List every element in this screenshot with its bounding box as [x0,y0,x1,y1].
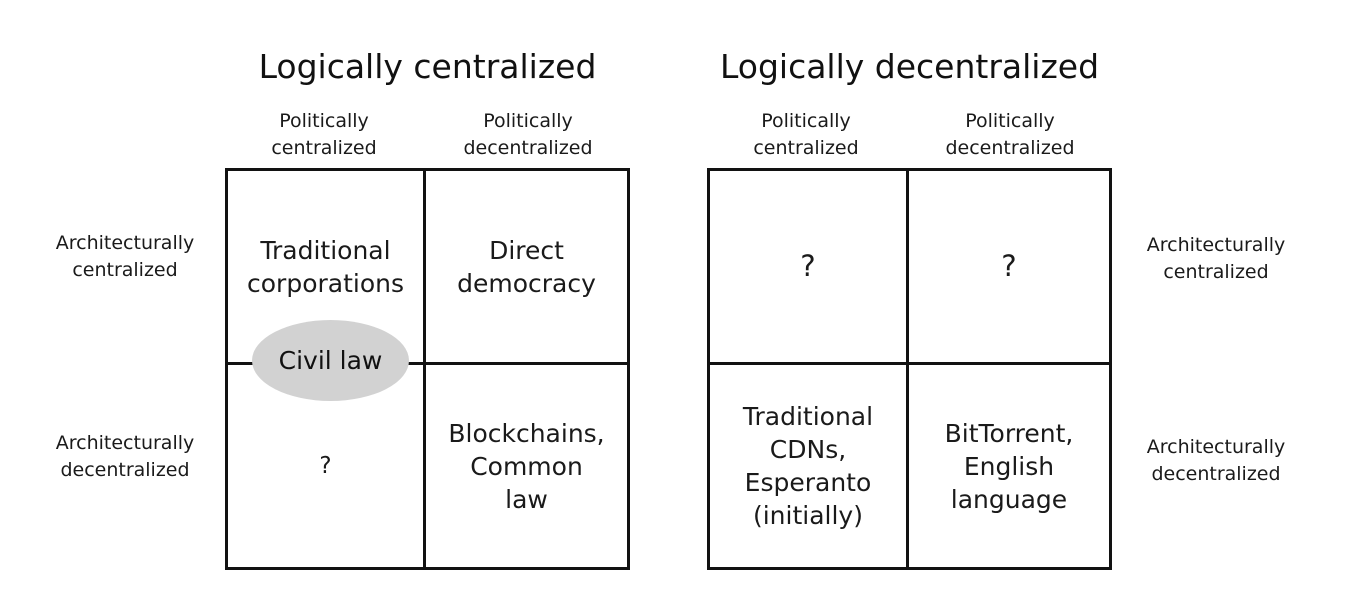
matrix-title-logically-centralized: Logically centralized [258,47,597,86]
cell-unknown-logically-decentralized-architecturally-centralized-politically-centralized[interactable]: ? [710,171,906,362]
cell-label: ? [319,452,332,479]
row-label-architecturally-decentralized-right: Architecturally decentralized [1146,436,1286,485]
cell-label: Traditional CDNs, Esperanto (initially) [742,402,874,530]
column-header-politically-decentralized-right: Politically decentralized [945,110,1075,159]
cell-traditional-cdns-esperanto[interactable]: Traditional CDNs, Esperanto (initially) [710,365,906,567]
matrix-divider-vertical-left [423,171,426,567]
column-header-politically-centralized-right: Politically centralized [753,110,859,159]
row-label-architecturally-decentralized-left: Architecturally decentralized [55,432,195,481]
column-header-politically-centralized-left: Politically centralized [271,110,377,159]
cell-bittorrent-english-language[interactable]: BitTorrent, English language [909,365,1109,567]
cell-direct-democracy[interactable]: Direct democracy [426,171,627,362]
cell-label: BitTorrent, English language [944,418,1074,514]
cell-label: Direct democracy [457,235,596,298]
column-header-politically-decentralized-left: Politically decentralized [463,110,593,159]
cell-traditional-corporations[interactable]: Traditional corporations [228,171,423,362]
cell-unknown-architecturally-decentralized-politically-centralized[interactable]: ? [228,365,423,567]
matrix-divider-horizontal-left [228,362,627,365]
cell-blockchains-common-law[interactable]: Blockchains, Common law [426,365,627,567]
matrix-divider-horizontal-right [710,362,1109,365]
annotation-label: Civil law [278,345,383,375]
cell-label: ? [1001,249,1017,283]
cell-label: Traditional corporations [247,235,404,298]
matrix-logically-decentralized [707,168,1112,570]
cell-label: Blockchains, Common law [448,418,605,514]
row-label-architecturally-centralized-right: Architecturally centralized [1146,234,1286,283]
annotation-ellipse-civil-law[interactable]: Civil law [252,320,409,401]
matrix-title-logically-decentralized: Logically decentralized [719,47,1100,86]
matrix-divider-vertical-right [906,171,909,567]
cell-unknown-logically-decentralized-architecturally-centralized-politically-decentralized[interactable]: ? [909,171,1109,362]
row-label-architecturally-centralized-left: Architecturally centralized [55,232,195,281]
cell-label: ? [800,249,816,283]
